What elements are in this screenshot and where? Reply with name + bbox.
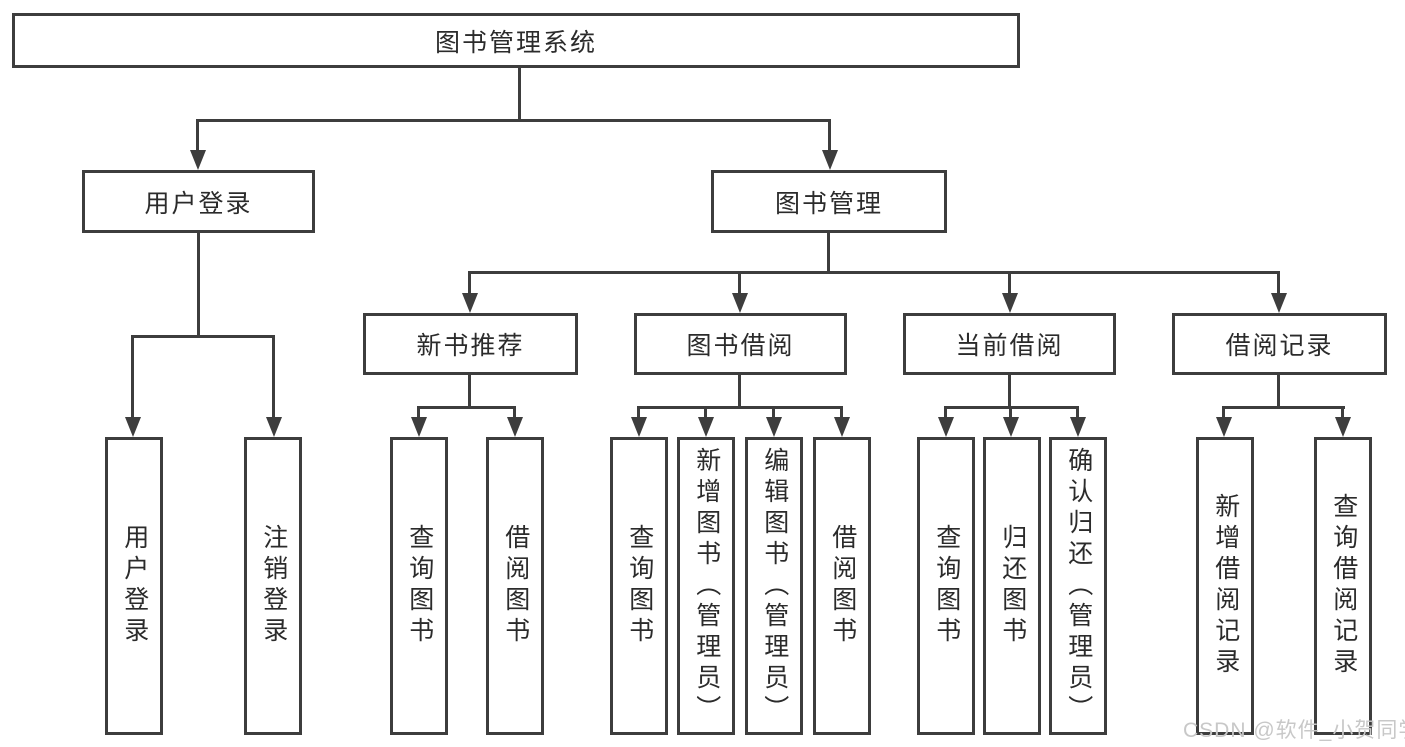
connector-line: [1222, 406, 1345, 409]
arrowhead-down-icon: [938, 417, 954, 437]
connector-line: [772, 406, 775, 419]
leaf-user-login: 用户登录: [105, 437, 163, 735]
connector-line: [637, 406, 640, 419]
node-label: 借阅记录: [1225, 332, 1334, 360]
connector-line: [1008, 375, 1011, 409]
connector-line: [196, 119, 199, 152]
node-label: 新书推荐: [416, 332, 525, 360]
leaf-add-books-admin: 新增图书（管理员）: [677, 437, 735, 735]
connector-line: [1008, 271, 1011, 295]
connector-line: [828, 119, 831, 152]
node-label: 查询借阅记录: [1329, 493, 1358, 679]
arrowhead-down-icon: [1002, 293, 1018, 313]
arrowhead-down-icon: [631, 417, 647, 437]
arrowhead-down-icon: [1335, 417, 1351, 437]
leaf-query-books-recommend: 查询图书: [390, 437, 448, 735]
leaf-borrow-books: 借阅图书: [813, 437, 871, 735]
node-book-borrowing: 图书借阅: [634, 313, 847, 375]
connector-line: [468, 271, 1280, 274]
arrowhead-down-icon: [125, 417, 141, 437]
arrowhead-down-icon: [766, 417, 782, 437]
node-current-borrowing: 当前借阅: [903, 313, 1116, 375]
arrowhead-down-icon: [834, 417, 850, 437]
connector-line: [944, 406, 947, 419]
leaf-query-borrow-record: 查询借阅记录: [1314, 437, 1372, 735]
node-label: 新增图书（管理员）: [692, 446, 721, 726]
node-label: 图书管理系统: [434, 28, 597, 57]
arrowhead-down-icon: [822, 150, 838, 170]
leaf-query-books-borrowing: 查询图书: [610, 437, 668, 735]
node-label: 借阅图书: [501, 524, 530, 648]
node-label: 用户登录: [144, 189, 253, 218]
connector-line: [1009, 406, 1012, 419]
connector-line: [417, 406, 420, 419]
arrowhead-down-icon: [1216, 417, 1232, 437]
arrowhead-down-icon: [698, 417, 714, 437]
leaf-edit-books-admin: 编辑图书（管理员）: [745, 437, 803, 735]
node-label: 新增借阅记录: [1211, 493, 1240, 679]
connector-line: [131, 335, 134, 419]
arrowhead-down-icon: [507, 417, 523, 437]
node-label: 归还图书: [998, 524, 1027, 648]
connector-line: [513, 406, 516, 419]
connector-line: [1341, 406, 1344, 419]
watermark-text: CSDN @软件_小贺同学: [1183, 719, 1405, 742]
node-label: 图书管理: [774, 189, 883, 218]
arrowhead-down-icon: [732, 293, 748, 313]
node-library-management-system: 图书管理系统: [12, 13, 1020, 68]
leaf-borrow-books-recommend: 借阅图书: [486, 437, 544, 735]
node-book-management: 图书管理: [711, 170, 947, 233]
node-label: 借阅图书: [828, 524, 857, 648]
node-label: 查询图书: [932, 524, 961, 648]
connector-line: [196, 119, 831, 122]
connector-line: [1076, 406, 1079, 419]
node-label: 注销登录: [259, 524, 288, 648]
connector-line: [417, 406, 516, 409]
node-new-book-recommendation: 新书推荐: [363, 313, 578, 375]
node-label: 编辑图书（管理员）: [760, 446, 789, 726]
connector-line: [637, 406, 843, 409]
node-label: 确认归还（管理员）: [1064, 446, 1093, 726]
node-label: 查询图书: [625, 524, 654, 648]
leaf-add-borrow-record: 新增借阅记录: [1196, 437, 1254, 735]
arrowhead-down-icon: [411, 417, 427, 437]
connector-line: [738, 375, 741, 409]
arrowhead-down-icon: [1003, 417, 1019, 437]
leaf-return-books: 归还图书: [983, 437, 1041, 735]
arrowhead-down-icon: [1070, 417, 1086, 437]
node-label: 当前借阅: [955, 332, 1064, 360]
node-borrowing-records: 借阅记录: [1172, 313, 1387, 375]
node-label: 用户登录: [120, 524, 149, 648]
connector-line: [1222, 406, 1225, 419]
connector-line: [738, 271, 741, 295]
arrowhead-down-icon: [190, 150, 206, 170]
leaf-confirm-return-admin: 确认归还（管理员）: [1049, 437, 1107, 735]
connector-line: [272, 335, 275, 419]
connector-line: [704, 406, 707, 419]
connector-line: [840, 406, 843, 419]
node-label: 查询图书: [405, 524, 434, 648]
connector-line: [468, 375, 471, 409]
connector-line: [518, 68, 521, 121]
node-user-login: 用户登录: [82, 170, 315, 233]
arrowhead-down-icon: [462, 293, 478, 313]
arrowhead-down-icon: [1271, 293, 1287, 313]
leaf-logout-login: 注销登录: [244, 437, 302, 735]
leaf-query-books-current: 查询图书: [917, 437, 975, 735]
arrowhead-down-icon: [266, 417, 282, 437]
connector-line: [1277, 375, 1280, 409]
node-label: 图书借阅: [686, 332, 795, 360]
connector-line: [827, 233, 830, 274]
connector-line: [468, 271, 471, 295]
connector-line: [197, 233, 200, 337]
connector-line: [131, 335, 275, 338]
connector-line: [1277, 271, 1280, 295]
